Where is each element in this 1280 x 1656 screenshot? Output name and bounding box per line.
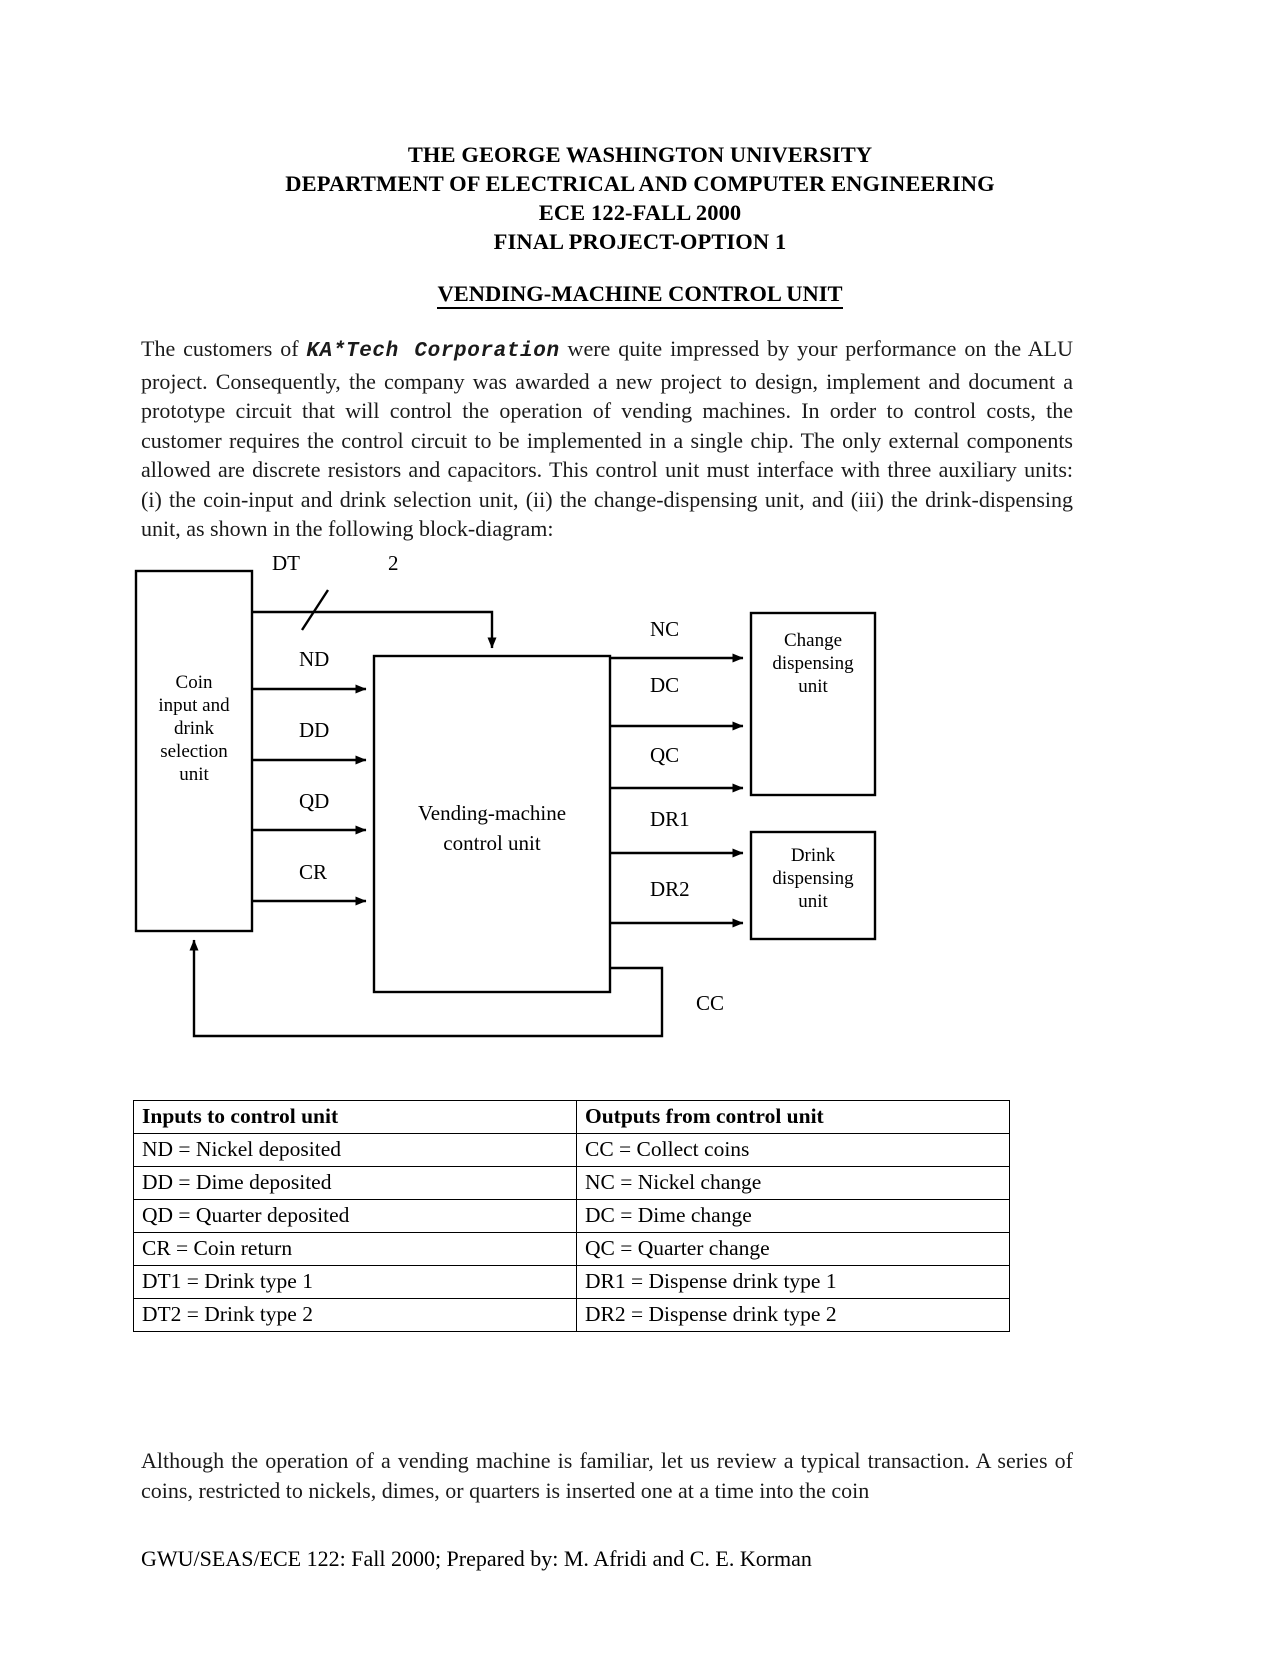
header-line-project: FINAL PROJECT-OPTION 1 (493, 229, 787, 254)
table-cell-output: DC = Dime change (576, 1199, 1010, 1233)
transaction-paragraph: Although the operation of a vending mach… (141, 1448, 1073, 1503)
dr1-signal-label: DR1 (650, 807, 690, 831)
nc-signal-label: NC (650, 617, 679, 641)
table-cell-output: DR1 = Dispense drink type 1 (576, 1265, 1010, 1299)
drink-unit-label-line2: dispensing (772, 868, 854, 889)
control-unit-label-line1: Vending-machine (418, 801, 566, 825)
table-row: DT2 = Drink type 2 DR2 = Dispense drink … (133, 1298, 1010, 1332)
dt-bus-width-label: 2 (388, 551, 399, 575)
intro-text-before: The customers of (141, 336, 307, 361)
dr2-signal-label: DR2 (650, 877, 690, 901)
dd-signal-label: DD (299, 718, 329, 742)
coin-input-unit-label-line1: Coin (176, 672, 213, 693)
page-footer: GWU/SEAS/ECE 122: Fall 2000; Prepared by… (141, 1546, 812, 1571)
dt-signal-label: DT (272, 551, 300, 575)
table-cell-output: QC = Quarter change (576, 1232, 1010, 1266)
intro-text-after: were quite impressed by your performance… (141, 336, 1073, 541)
table-cell-output: DR2 = Dispense drink type 2 (576, 1298, 1010, 1332)
qd-signal-label: QD (299, 789, 329, 813)
nd-signal-label: ND (299, 647, 329, 671)
table-cell-input: CR = Coin return (133, 1232, 577, 1266)
table-header-outputs: Outputs from control unit (576, 1100, 1010, 1134)
header-line-course: ECE 122-FALL 2000 (538, 200, 742, 225)
intro-paragraph: The customers of KA*Tech Corporation wer… (141, 334, 1073, 544)
cr-signal-label: CR (299, 860, 327, 884)
change-unit-label-line2: dispensing (772, 653, 854, 674)
dc-signal-label: DC (650, 673, 679, 697)
page-title: VENDING-MACHINE CONTROL UNIT (140, 280, 1140, 309)
drink-unit-label-line3: unit (798, 891, 828, 912)
page-title-text: VENDING-MACHINE CONTROL UNIT (437, 281, 843, 309)
cc-signal-label: CC (696, 991, 724, 1015)
table-row: DT1 = Drink type 1 DR1 = Dispense drink … (133, 1265, 1010, 1299)
drink-dispensing-unit-box (749, 830, 877, 941)
institution-header: THE GEORGE WASHINGTON UNIVERSITY DEPARTM… (140, 140, 1140, 256)
coin-input-unit-label-line5: unit (179, 764, 209, 785)
change-unit-label-line1: Change (784, 630, 842, 651)
control-unit-label-line2: control unit (443, 831, 541, 855)
change-dispensing-unit-box (749, 611, 877, 797)
table-row: DD = Dime deposited NC = Nickel change (133, 1166, 1010, 1200)
table-row: ND = Nickel deposited CC = Collect coins (133, 1133, 1010, 1167)
block-diagram: Coin input and drink selection unit Vend… (120, 548, 1040, 1058)
dt-bus-slash (300, 589, 330, 631)
table-cell-input: DT1 = Drink type 1 (133, 1265, 577, 1299)
dt-bus-line (252, 610, 497, 649)
drink-unit-label-line1: Drink (791, 845, 836, 866)
table-cell-output: CC = Collect coins (576, 1133, 1010, 1167)
table-cell-output: NC = Nickel change (576, 1166, 1010, 1200)
table-header-row: Inputs to control unit Outputs from cont… (133, 1100, 1010, 1134)
coin-input-unit-label-line4: selection (160, 741, 228, 762)
change-unit-label-line3: unit (798, 676, 828, 697)
table-row: QD = Quarter deposited DC = Dime change (133, 1199, 1010, 1233)
company-name: KA*Tech Corporation (306, 340, 560, 363)
io-table: Inputs to control unit Outputs from cont… (133, 1100, 1010, 1332)
header-line-department: DEPARTMENT OF ELECTRICAL AND COMPUTER EN… (285, 171, 995, 196)
table-header-inputs: Inputs to control unit (133, 1100, 577, 1134)
table-cell-input: DD = Dime deposited (133, 1166, 577, 1200)
coin-input-unit-label-line2: input and (158, 695, 230, 716)
coin-input-unit-box (134, 569, 254, 933)
table-cell-input: DT2 = Drink type 2 (133, 1298, 577, 1332)
control-unit-box (372, 654, 612, 994)
table-row: CR = Coin return QC = Quarter change (133, 1232, 1010, 1266)
table-cell-input: ND = Nickel deposited (133, 1133, 577, 1167)
coin-input-unit-label-line3: drink (174, 718, 215, 739)
qc-signal-label: QC (650, 743, 679, 767)
header-line-university: THE GEORGE WASHINGTON UNIVERSITY (407, 142, 873, 167)
cc-feedback-line (189, 939, 664, 1038)
table-cell-input: QD = Quarter deposited (133, 1199, 577, 1233)
